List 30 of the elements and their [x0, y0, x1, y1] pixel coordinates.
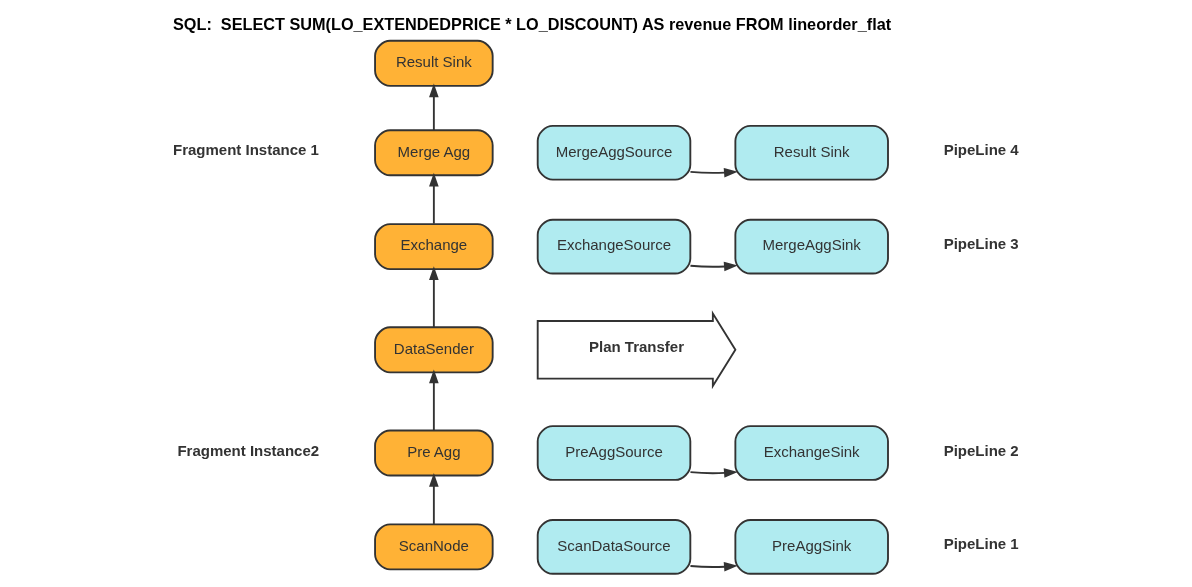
label: Fragment Instance2	[176, 441, 319, 459]
node-box: Pre Agg	[373, 429, 494, 477]
node-box: ExchangeSink	[733, 425, 889, 481]
label: PipeLine 3	[943, 235, 1019, 253]
arrow	[689, 468, 738, 478]
node-box: ScanDataSource	[536, 519, 691, 575]
node-box: ExchangeSource	[536, 218, 691, 275]
node-box: PreAggSink	[733, 519, 889, 575]
node-box: Result Sink	[733, 124, 889, 181]
label: PipeLine 1	[943, 535, 1019, 553]
node-box: Result Sink	[373, 39, 494, 87]
arrow	[689, 261, 738, 272]
node-box: MergeAggSource	[536, 124, 691, 181]
node-box: ScanNode	[373, 523, 494, 571]
diagram-title: SQL: SELECT SUM(LO_EXTENDEDPRICE * LO_DISCOUNT) AS revenue FROM lineorder_flat	[172, 15, 891, 34]
arrow	[428, 172, 439, 225]
node-box: PreAggSource	[536, 425, 691, 481]
arrow	[428, 369, 439, 432]
label: PipeLine 2	[943, 441, 1019, 459]
arrow	[428, 83, 439, 131]
node-box: MergeAggSink	[733, 218, 889, 275]
arrow	[689, 561, 738, 572]
label: PipeLine 4	[943, 141, 1019, 159]
arrow	[428, 472, 439, 525]
node-box: Exchange	[373, 223, 494, 271]
label: Fragment Instance 1	[172, 141, 319, 159]
node-box: Merge Agg	[373, 129, 494, 177]
arrow	[428, 266, 439, 329]
node-box: DataSender	[373, 326, 494, 374]
arrow	[689, 167, 738, 178]
